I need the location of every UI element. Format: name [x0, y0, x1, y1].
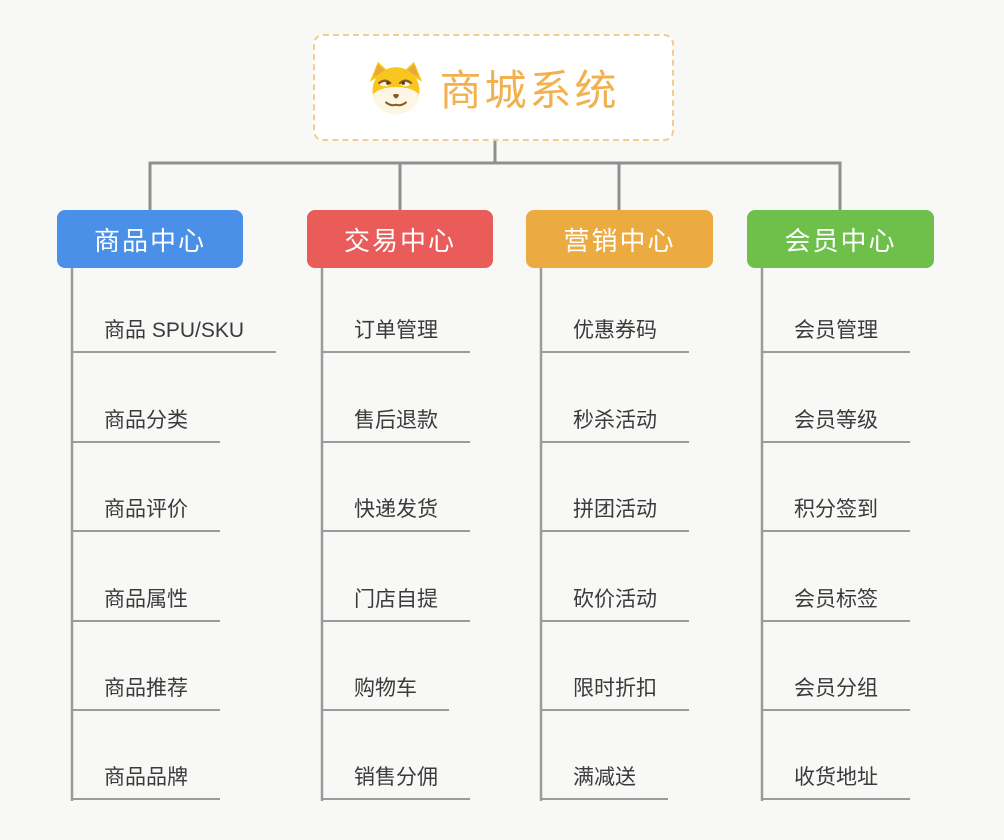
branch-children-trade-center: 订单管理 售后退款 快递发货 门店自提 购物车 销售分佣 — [321, 264, 571, 801]
child-label: 收货地址 — [761, 761, 910, 801]
child-label: 售后退款 — [321, 404, 470, 443]
doge-icon — [370, 61, 423, 114]
child-node[interactable]: 秒杀活动 — [540, 353, 790, 443]
child-label: 会员标签 — [761, 583, 910, 622]
child-label: 门店自提 — [321, 583, 470, 622]
child-node[interactable]: 满减送 — [540, 711, 790, 801]
child-label: 优惠券码 — [540, 314, 689, 354]
child-node[interactable]: 快递发货 — [321, 443, 571, 533]
child-node[interactable]: 会员管理 — [761, 264, 1004, 354]
branch-node-product-center[interactable]: 商品中心 — [57, 210, 243, 268]
branch-node-trade-center[interactable]: 交易中心 — [307, 210, 493, 268]
branch-label: 交易中心 — [343, 225, 456, 256]
child-node[interactable]: 门店自提 — [321, 532, 571, 622]
branch-children-marketing-center: 优惠券码 秒杀活动 拼团活动 砍价活动 限时折扣 满减送 — [540, 264, 790, 801]
child-label: 商品分类 — [71, 404, 220, 443]
branch-children-product-center: 商品 SPU/SKU 商品分类 商品评价 商品属性 商品推荐 商品品牌 — [71, 264, 321, 801]
child-label: 商品品牌 — [71, 761, 220, 801]
root-title: 商城系统 — [439, 67, 620, 114]
child-label: 快递发货 — [321, 493, 470, 533]
child-node[interactable]: 会员分组 — [761, 622, 1004, 711]
child-node[interactable]: 限时折扣 — [540, 622, 790, 711]
child-node[interactable]: 会员标签 — [761, 532, 1004, 622]
child-node[interactable]: 砍价活动 — [540, 532, 790, 622]
branch-node-member-center[interactable]: 会员中心 — [747, 210, 934, 268]
child-label: 商品属性 — [71, 583, 220, 622]
child-node[interactable]: 商品评价 — [71, 443, 321, 533]
child-node[interactable]: 会员等级 — [761, 353, 1004, 443]
child-node[interactable]: 拼团活动 — [540, 443, 790, 533]
child-node[interactable]: 销售分佣 — [321, 711, 571, 801]
child-label: 满减送 — [540, 761, 668, 801]
branch-label: 会员中心 — [784, 225, 897, 256]
branch-children-member-center: 会员管理 会员等级 积分签到 会员标签 会员分组 收货地址 — [761, 264, 1004, 801]
child-label: 销售分佣 — [321, 761, 470, 801]
child-label: 购物车 — [321, 672, 449, 711]
child-node[interactable]: 商品 SPU/SKU — [71, 264, 321, 354]
child-node[interactable]: 积分签到 — [761, 443, 1004, 533]
child-label: 订单管理 — [321, 314, 470, 354]
child-label: 秒杀活动 — [540, 404, 689, 443]
branch-label: 商品中心 — [93, 225, 206, 256]
child-label: 积分签到 — [761, 493, 910, 533]
child-label: 拼团活动 — [540, 493, 689, 533]
child-label: 商品评价 — [71, 493, 220, 533]
child-node[interactable]: 商品推荐 — [71, 622, 321, 711]
child-node[interactable]: 售后退款 — [321, 353, 571, 443]
root-node-mall-system[interactable]: 商城系统 — [313, 34, 674, 141]
child-label: 限时折扣 — [540, 672, 689, 711]
child-node[interactable]: 商品品牌 — [71, 711, 321, 801]
child-label: 商品推荐 — [71, 672, 220, 711]
branch-node-marketing-center[interactable]: 营销中心 — [526, 210, 713, 268]
branch-label: 营销中心 — [563, 225, 676, 256]
child-label: 砍价活动 — [540, 583, 689, 622]
child-node[interactable]: 收货地址 — [761, 711, 1004, 801]
child-label: 会员管理 — [761, 314, 910, 354]
child-label: 会员等级 — [761, 404, 910, 443]
child-node[interactable]: 商品分类 — [71, 353, 321, 443]
child-node[interactable]: 订单管理 — [321, 264, 571, 354]
child-node[interactable]: 购物车 — [321, 622, 571, 711]
child-node[interactable]: 优惠券码 — [540, 264, 790, 354]
child-label: 商品 SPU/SKU — [71, 314, 277, 354]
child-node[interactable]: 商品属性 — [71, 532, 321, 622]
child-label: 会员分组 — [761, 672, 910, 711]
